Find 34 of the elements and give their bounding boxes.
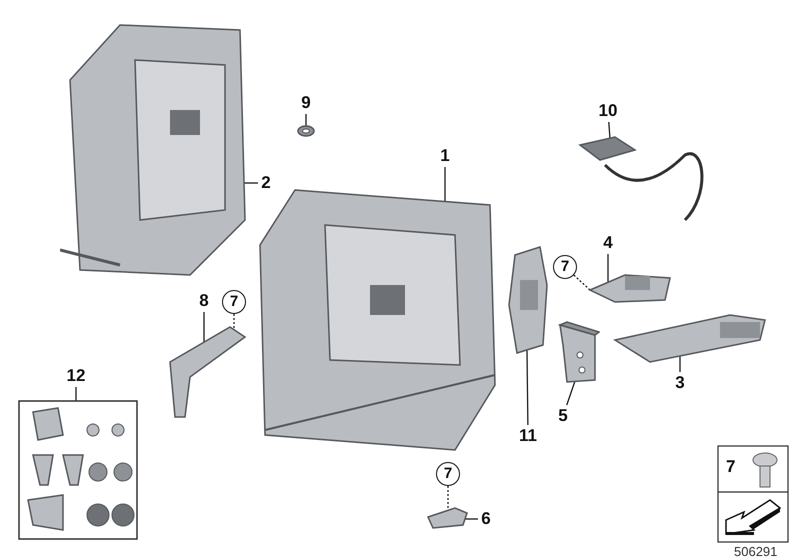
- bracket-drawing: [555, 320, 600, 385]
- callout-number: 8: [196, 290, 212, 312]
- callout-number: 2: [258, 172, 274, 194]
- leader-line: [465, 518, 478, 520]
- small-parts-kit-drawing: [18, 400, 138, 540]
- leader-line: [233, 314, 235, 330]
- callout-number: 4: [600, 232, 616, 254]
- part-number: 7: [726, 456, 736, 478]
- washer-drawing: [297, 125, 315, 137]
- callout-number: 7: [553, 255, 577, 279]
- callout-number: 7: [222, 290, 246, 314]
- leader-line: [305, 114, 307, 127]
- leader-line: [573, 274, 590, 290]
- leader-line: [526, 350, 528, 425]
- callout-number: 3: [672, 372, 688, 394]
- callout-number: 12: [64, 365, 88, 387]
- callout-number: 1: [437, 145, 453, 167]
- callout-number: 9: [298, 92, 314, 114]
- bracket-drawing: [425, 505, 470, 530]
- drawing-number: 506291: [734, 544, 778, 559]
- leader-line: [75, 387, 77, 401]
- callout-number: 7: [436, 462, 460, 486]
- leader-line: [607, 254, 609, 283]
- leader-line: [447, 486, 449, 511]
- callout-number: 10: [597, 100, 619, 122]
- leader-line: [566, 380, 576, 406]
- callout-number: 6: [478, 508, 494, 530]
- leader-line: [679, 356, 681, 372]
- leader-line: [244, 182, 258, 184]
- leader-line: [203, 312, 205, 343]
- leader-line: [444, 167, 446, 202]
- callout-number: 11: [518, 425, 538, 447]
- callout-number: 5: [555, 405, 571, 427]
- leader-line: [608, 122, 611, 140]
